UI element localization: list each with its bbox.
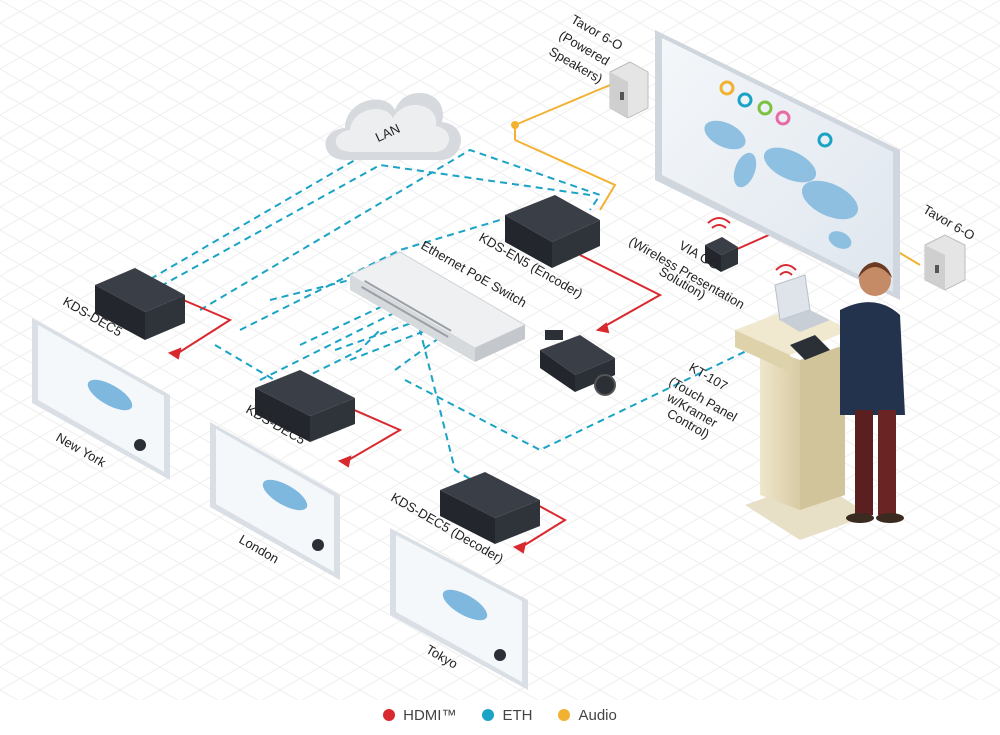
camera <box>540 330 616 396</box>
presenter <box>840 262 905 523</box>
screen-london <box>210 422 340 580</box>
poe-switch <box>348 251 527 362</box>
legend-label-eth: ETH <box>502 706 533 724</box>
legend-item-hdmi: HDMI™ <box>383 707 456 724</box>
podium <box>735 264 870 540</box>
eth-color-dot <box>482 709 495 721</box>
screen-tokyo <box>390 528 528 690</box>
audio-cables <box>511 84 921 266</box>
legend-item-audio: Audio <box>558 706 617 724</box>
lan-cloud: LAN <box>325 92 461 160</box>
speaker-tavor-right <box>924 234 966 291</box>
decoder-london <box>255 370 355 442</box>
via-go-device <box>705 217 738 272</box>
decoder-tokyo <box>440 472 540 544</box>
legend-label-audio: Audio <box>578 706 617 724</box>
eth-cables <box>139 148 791 486</box>
legend-label-hdmi: HDMI™ <box>403 706 457 724</box>
legend: HDMI™ ETH Audio <box>0 702 1000 728</box>
audio-color-dot <box>558 709 571 721</box>
main-display <box>655 30 900 300</box>
hdmi-color-dot <box>383 709 396 721</box>
speaker-tavor-powered <box>609 61 649 119</box>
encoder-device <box>505 195 600 268</box>
decoder-new-york <box>95 268 185 340</box>
legend-item-eth: ETH <box>482 707 532 724</box>
screen-new-york <box>32 318 170 480</box>
